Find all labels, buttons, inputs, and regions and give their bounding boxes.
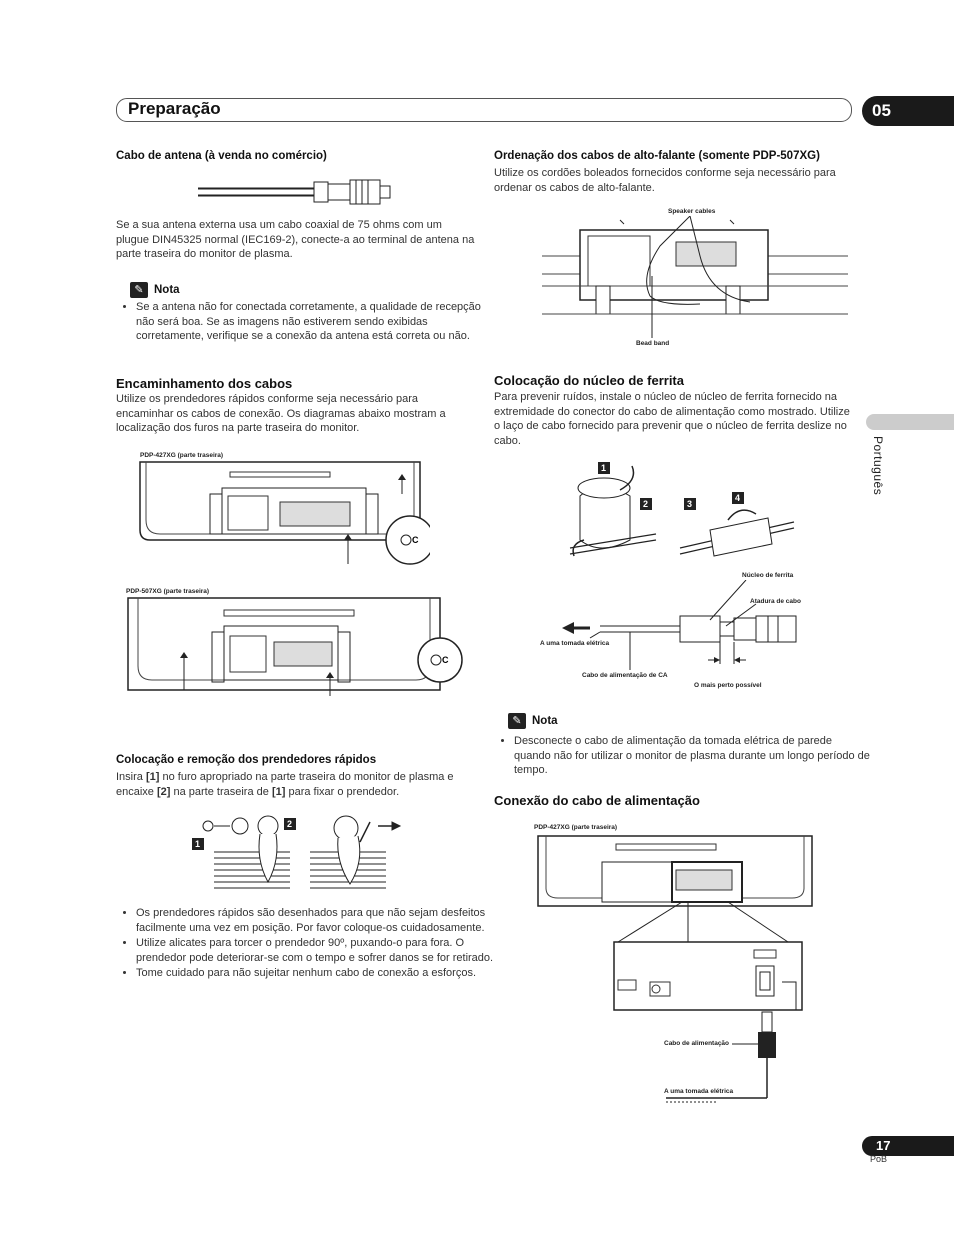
language-code: PoB (870, 1154, 888, 1164)
speaker-body: Utilize os cordões boleados fornecidos c… (494, 167, 836, 194)
figure-label: Bead band (636, 340, 670, 347)
clamps-heading: Colocação e remoção dos prendedores rápi… (116, 754, 377, 766)
step-number: 1 (601, 463, 606, 473)
ferrite-heading: Colocação do núcleo de ferrita (494, 373, 684, 388)
ferrite-body: Para prevenir ruídos, instale o núcleo d… (494, 391, 850, 447)
power-heading: Conexão do cabo de alimentação (494, 793, 700, 808)
list-item: Utilize alicates para torcer o prendedor… (136, 936, 496, 965)
note-title: Nota (532, 715, 558, 727)
note-list: Desconecte o cabo de alimentação da toma… (494, 734, 870, 779)
label-power-cable: Cabo de alimentação (664, 1040, 730, 1047)
language-tab (866, 414, 954, 430)
pdp427-rear-diagram: C (139, 461, 430, 565)
power-cable-diagram (537, 835, 813, 1103)
list-item: Se a antena não for conectada corretamen… (136, 300, 492, 344)
ferrite-install-diagram (562, 580, 797, 670)
pdp507-rear-diagram: C (127, 597, 463, 696)
figure-label: Speaker cables (668, 208, 716, 215)
speaker-heading: Ordenação dos cabos de alto-falante (som… (494, 150, 820, 162)
note-heading: ✎ Nota (508, 713, 558, 729)
note-list: Se a antena não for conectada corretamen… (116, 300, 492, 345)
clamps-list: Os prendedores rápidos são desenhados pa… (116, 906, 496, 982)
header-bar (116, 98, 852, 122)
list-item: Os prendedores rápidos são desenhados pa… (136, 906, 496, 935)
routing-heading: Encaminhamento dos cabos (116, 376, 293, 391)
label-close: O mais perto possível (694, 682, 762, 689)
note-heading: ✎ Nota (130, 282, 180, 298)
figure-caption: PDP-507XG (parte traseira) (126, 588, 210, 595)
language-label: Português (871, 436, 885, 496)
figure-caption: PDP-427XG (parte traseira) (140, 452, 224, 459)
figure-caption: PDP-427XG (parte traseira) (534, 824, 618, 831)
antenna-body: Se a sua antena externa usa um cabo coax… (116, 219, 475, 261)
step-number: 3 (687, 499, 692, 509)
label-ac-cable: Cabo de alimentação de CA (582, 672, 668, 679)
chapter-badge: 05 (862, 96, 954, 126)
label-ferrite-core: Núcleo de ferrita (742, 572, 794, 579)
clamp-illustration: 1 2 (192, 815, 402, 889)
label-power-outlet: A uma tomada elétrica (664, 1088, 734, 1095)
svg-text:C: C (412, 535, 419, 545)
antenna-cable-illustration (198, 179, 391, 205)
list-item: Tome cuidado para não sujeitar nenhum ca… (136, 966, 496, 981)
note-pencil-icon: ✎ (508, 713, 526, 729)
svg-text:C: C (442, 655, 449, 665)
label-cable-tie: Atadura de cabo (750, 598, 801, 605)
routing-body: Utilize os prendedores rápidos conforme … (116, 393, 446, 435)
page-number: 17 (862, 1136, 954, 1156)
list-item: Desconecte o cabo de alimentação da toma… (514, 734, 870, 778)
antenna-heading: Cabo de antena (à venda no comércio) (116, 150, 327, 162)
step-number: 1 (195, 839, 200, 849)
note-title: Nota (154, 284, 180, 296)
step-number: 4 (735, 493, 740, 503)
step-number: 2 (643, 499, 648, 509)
step-number: 2 (287, 819, 292, 829)
ferrite-steps-diagram: 1 2 3 4 (569, 462, 795, 557)
label-outlet: A uma tomada elétrica (540, 640, 610, 647)
speaker-cables-diagram (542, 216, 848, 338)
note-pencil-icon: ✎ (130, 282, 148, 298)
page-title: Preparação (128, 99, 221, 118)
clamps-body: Insira [1] no furo apropriado na parte t… (116, 771, 454, 798)
